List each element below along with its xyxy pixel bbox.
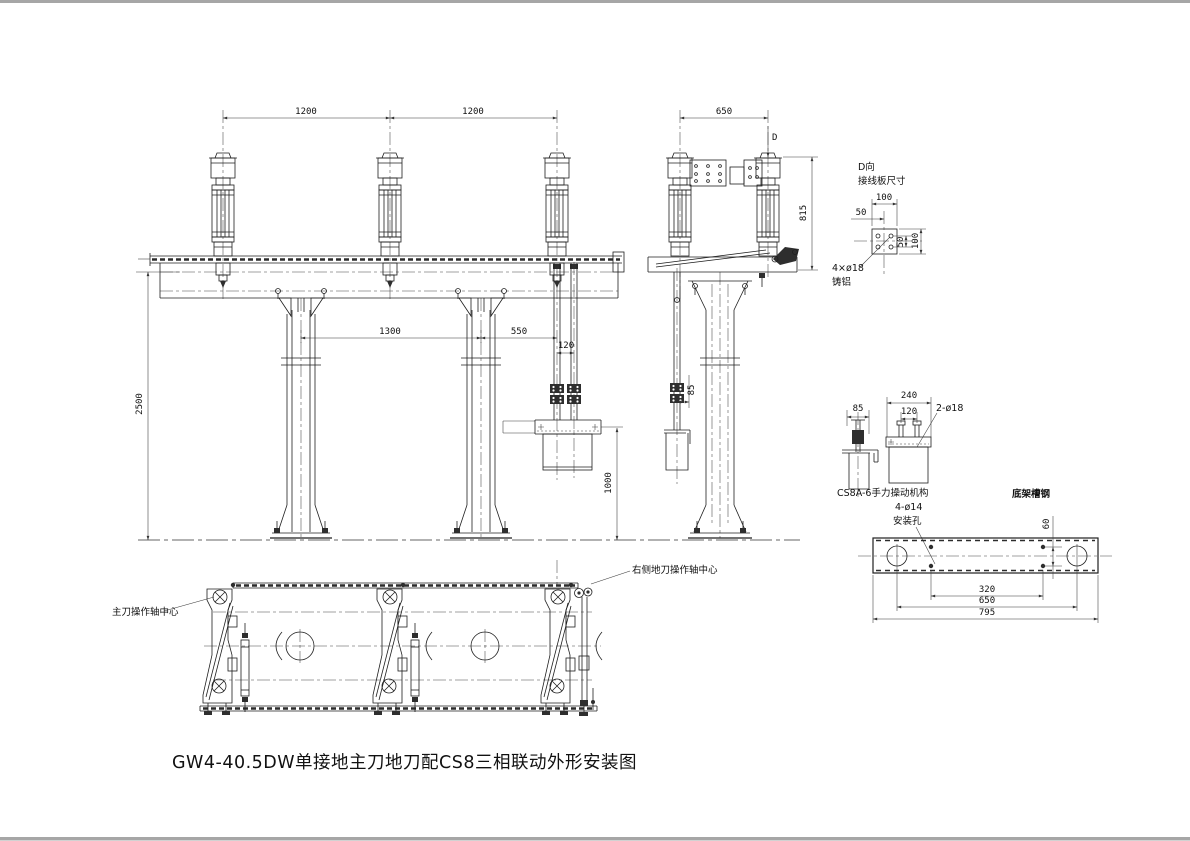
side-view: 650 D 815 (647, 107, 818, 539)
mech-holes-label: 2-ø18 (936, 403, 963, 414)
plan-view: 主刀操作轴中心 右侧地刀操作轴中心 (112, 560, 718, 716)
operating-mechanism-detail: 85 CS8A-6手力操动机构 240 120 2-ø18 (837, 391, 963, 499)
base-channel-detail: 底架槽钢 4-ø14 安装孔 60 320 650 795 (858, 488, 1112, 623)
sheet-border-bottom (0, 837, 1190, 841)
dim-front-rod-gap: 120 (558, 341, 574, 351)
dim-base-hole-gap: 60 (1042, 519, 1052, 530)
dim-side-height: 815 (799, 205, 809, 221)
dim-base-length: 795 (979, 608, 995, 618)
label-right-earth-shaft-center: 右侧地刀操作轴中心 (632, 564, 718, 576)
side-earth-rod (664, 272, 691, 471)
terminal-plate-detail: D向 接线板尺寸 100 50 50 100 4×ø18 铸铝 (832, 161, 926, 288)
dim-front-mech-drop: 1000 (604, 472, 614, 494)
side-column (688, 280, 752, 539)
label-main-shaft-center: 主刀操作轴中心 (112, 606, 179, 618)
side-base-frame (647, 247, 799, 287)
dim-front-height: 2500 (135, 393, 145, 415)
plan-earth-arm (574, 587, 595, 716)
terminal-detail-title-1: D向 (858, 161, 875, 173)
dim-front-spacing-left: 1200 (295, 107, 317, 117)
dim-mech-base-width: 240 (901, 391, 917, 401)
section-d-mark: D (772, 133, 777, 143)
dim-mech-bolt-pitch: 120 (901, 407, 917, 417)
terminal-detail-title-2: 接线板尺寸 (858, 175, 906, 187)
terminal-holes-label: 4×ø18 (832, 263, 864, 274)
plan-bottom-rail (199, 705, 598, 712)
front-view: 1200 1200 1300 550 120 2500 (135, 107, 800, 541)
front-drive-mechanism (502, 263, 602, 471)
dim-mech-rod-offset: 85 (853, 404, 864, 414)
dim-base-span-mid: 650 (979, 596, 995, 606)
sheet-border-top (0, 0, 1190, 3)
mechanism-base-detail: 240 120 2-ø18 (885, 391, 963, 484)
dim-side-phase-depth: 650 (716, 107, 732, 117)
mechanism-name-label: CS8A-6手力操动机构 (837, 487, 928, 499)
base-holes-label-1: 4-ø14 (895, 502, 922, 513)
dim-terminal-width: 100 (876, 193, 892, 203)
front-insulator-stubs (215, 262, 578, 288)
dim-side-rod-offset: 85 (687, 385, 697, 396)
side-terminal-bridge (689, 159, 763, 187)
dim-front-spacing-right: 1200 (462, 107, 484, 117)
dim-terminal-offset: 50 (856, 208, 867, 218)
base-holes-label-2: 安装孔 (893, 515, 922, 527)
dim-terminal-hole-pitch: 50 (896, 237, 906, 248)
dim-front-pedestal-span: 1300 (379, 327, 401, 337)
plan-top-rail (232, 582, 579, 589)
base-channel-name: 底架槽钢 (1011, 488, 1051, 500)
front-base-frame (159, 263, 619, 299)
dim-front-rod-offset: 550 (511, 327, 527, 337)
dim-terminal-height: 100 (911, 233, 921, 249)
dim-base-span-inner: 320 (979, 585, 995, 595)
terminal-material-label: 铸铝 (832, 276, 851, 288)
drawing-title: GW4-40.5DW单接地主刀地刀配CS8三相联动外形安装图 (172, 753, 637, 773)
